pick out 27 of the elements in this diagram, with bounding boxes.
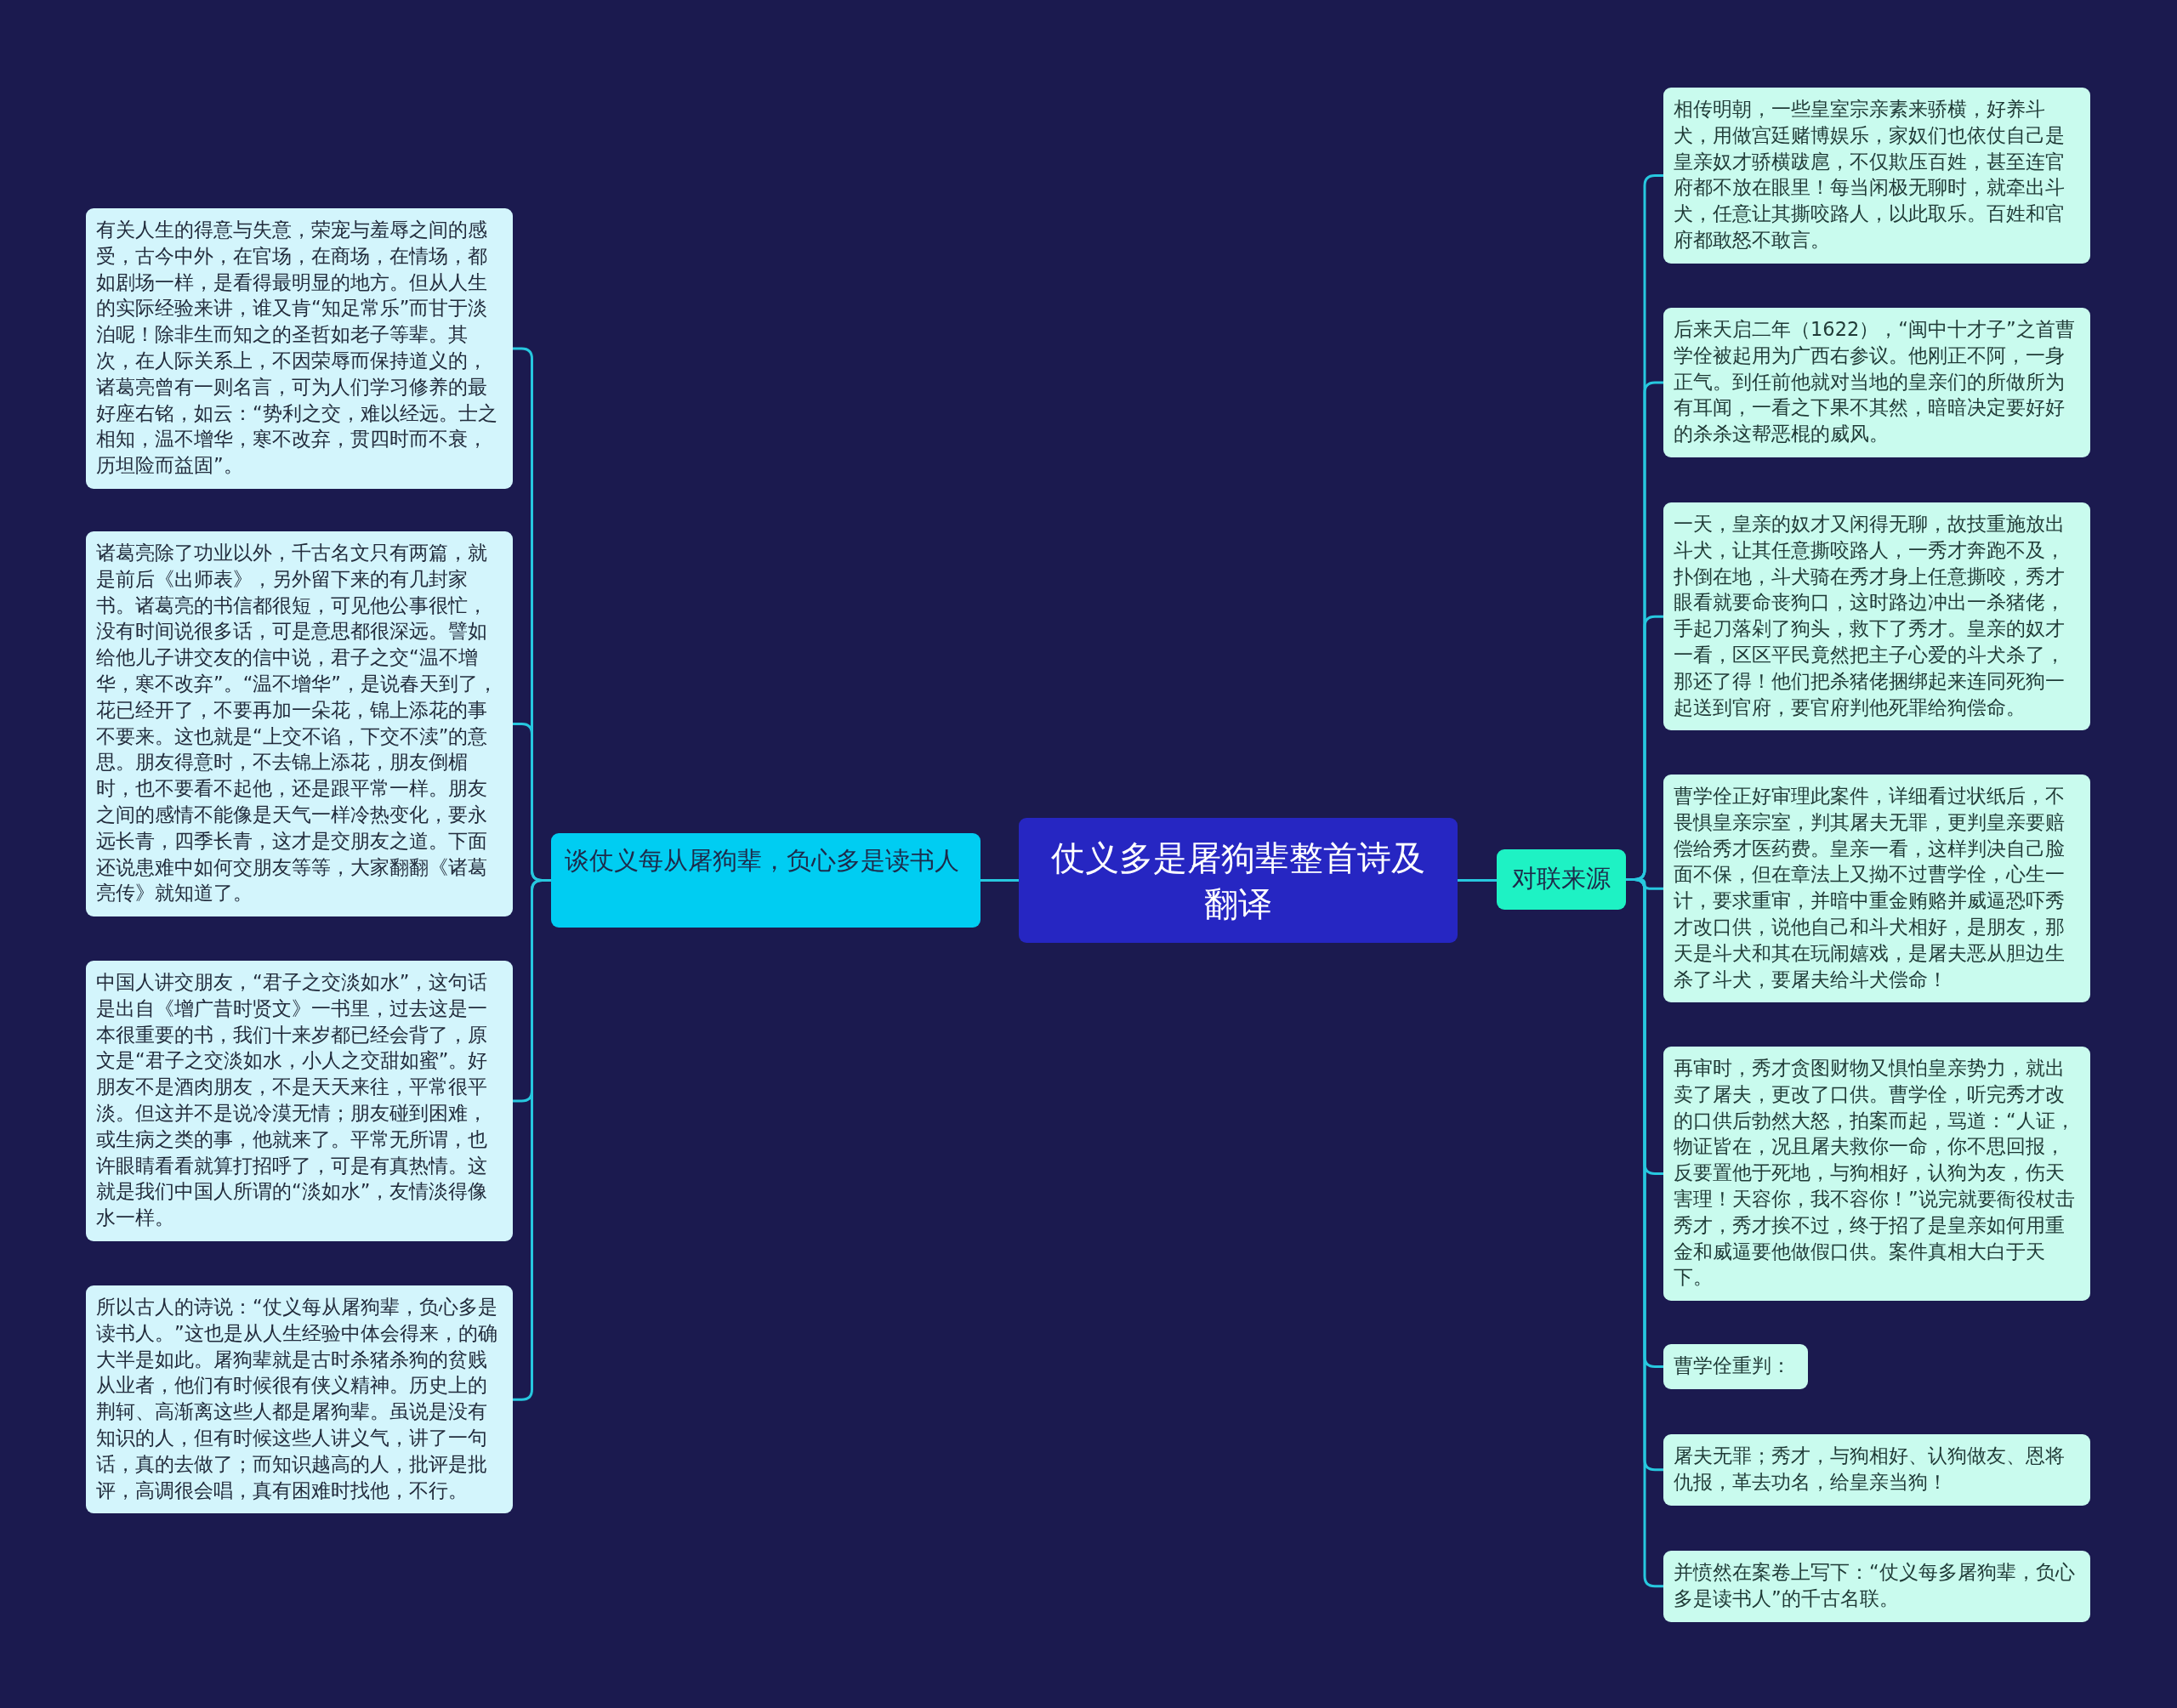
node-text: 一天，皇亲的奴才又闲得无聊，故技重施放出斗犬，让其任意撕咬路人，一秀才奔跑不及，扑倒在地，斗犬骑在秀才身上任意撕咬，秀才眼看就要命丧狗口，这时路边冲出一杀猪佬，手起刀落剁了狗头，救下了秀才。皇亲的奴才一看，区区平民竟然把主子心爱的斗犬杀了，那还了得！他们把杀猪佬捆绑起来连同死狗一起送到官府，要官府判他死罪给狗偿命。 [1674,512,2066,720]
node-text: 再审时，秀才贪图财物又惧怕皇亲势力，就出卖了屠夫，更改了口供。曹学佺，听完秀才改的口供后勃然大怒，拍案而起，骂道：“人证，物证皆在，况且屠夫救你一命，你不思回报，反要置他于死地，与狗相好，认狗为友，伤天害理！天容你，我不容你！”说完就要衙役杖击秀才，秀才挨不过，终于招了是皇亲如何用重金和威逼要他做假口供。案件真相大白于天下。 [1674,1056,2076,1291]
connector-line [1458,879,1497,882]
text-card-box [1663,1551,2090,1622]
branch-topic-box [551,833,981,928]
text-card-box [1663,775,2090,1003]
branch-topic-box [1497,849,1626,910]
node-text: 并愤然在案卷上写下：“仗义每多屠狗辈，负心多是读书人”的千古名联。 [1674,1560,2076,1611]
node-text: 后来天启二年（1622），“闽中十才子”之首曹学佺被起用为广西右参议。他刚正不阿，一身正气。到任前他就对当地的皇亲们的所做所为有耳闻，一看之下果不其然，暗暗决定要好好的杀杀这帮恶棍的威风。 [1674,317,2076,447]
node-text: 中国人讲交朋友，“君子之交淡如水”，这句话是出自《增广昔时贤文》一书里，过去这是一本很重要的书，我们十来岁都已经会背了，原文是“君子之交淡如水，小人之交甜如蜜”。好朋友不是酒肉朋友，不是天天来往，平常很平淡。但这并不是说冷漠无情；朋友碰到困难，或生病之类的事，他就来了。平常无所谓，也许眼睛看看就算打招呼了，可是有真热情。这就是我们中国人所谓的“淡如水”，友情淡得像水一样。 [96,970,489,1231]
node-text: 曹学佺正好审理此案件，详细看过状纸后，不畏惧皇亲宗室，判其屠夫无罪，更判皇亲要赔偿给秀才医药费。皇亲一看，这样判决自己脸面不保，但在章法上又拗不过曹学佺，心生一计，要求重审，并暗中重金贿赂并威逼恐吓秀才改口供，说他自己和斗犬相好，是朋友，那天是斗犬和其在玩闹嬉戏，是屠夫恶从胆边生杀了斗犬，要屠夫给斗犬偿命！ [1674,784,2066,992]
node-text: 对联来源 [1511,863,1611,894]
node-text: 诸葛亮除了功业以外，千古名文只有两篇，就是前后《出师表》，另外留下来的有几封家书。诸葛亮的书信都很短，可见他公事很忙，没有时间说很多话，可是意思都很深远。譬如给他儿子讲交友的信中说，君子之交“温不增华，寒不改弃”。“温不增华”，是说春天到了，花已经开了，不要再加一朵花，锦上添花的事不要来。这也就是“上交不谄，下交不渎”的意思。朋友得意时，不去锦上添花，朋友倒楣时，也不要看不起他，还是跟平常一样。朋友之间的感情不能像是天气一样冷热变化，要永远长青，四季长青，这才是交朋友之道。下面还说患难中如何交朋友等等，大家翻翻《诸葛亮传》就知道了。 [96,541,498,906]
node-text: 所以古人的诗说：“仗义每从屠狗辈，负心多是读书人。”这也是从人生经验中体会得来，的确大半是如此。屠狗辈就是古时杀猪杀狗的贫贱从业者，他们有时候很有侠义精神。历史上的荆轲、高渐离这些人都是屠狗辈。虽说是没有知识的人，但有时候这些人讲义气，讲了一句话，真的去做了；而知识越高的人，批评是批评，高调很会唱，真有困难时找他，不行。 [96,1295,498,1503]
text-card-box [1663,1344,1808,1389]
node-text: 有关人生的得意与失意，荣宠与羞辱之间的感受，古今中外，在官场，在商场，在情场，都如剧场一样，是看得最明显的地方。但从人生的实际经验来讲，谁又肯“知足常乐”而甘于淡泊呢！除非生而知之的圣哲如老子等辈。其次，在人际关系上，不因荣辱而保持道义的，诸葛亮曾有一则名言，可为人们学习修养的最好座右铭，如云：“势利之交，难以经远。士之相知，温不增华，寒不改弃，贯四时而不衰，历坦险而益固”。 [96,218,498,479]
central-topic-box [1019,818,1458,943]
text-card-box [1663,1434,2090,1506]
node-text: 相传明朝，一些皇室宗亲素来骄横，好养斗犬，用做宫廷赌博娱乐，家奴们也依仗自己是皇亲奴才骄横跋扈，不仅欺压百姓，甚至连官府都不放在眼里！每当闲极无聊时，就牵出斗犬，任意让其撕咬路人，以此取乐。百姓和官府都敢怒不敢言。 [1674,97,2066,253]
text-card-box [1663,88,2090,264]
node-text: 谈仗义每从屠狗辈，负心多是读书人 [565,845,960,877]
node-text: 仗义多是屠狗辈整首诗及翻译 [1050,837,1426,925]
text-card-box [1663,502,2090,731]
text-card-box [1663,308,2090,457]
node-text: 屠夫无罪；秀才，与狗相好、认狗做友、恩将仇报，革去功名，给皇亲当狗！ [1674,1444,2066,1495]
connector-line [981,879,1019,882]
node-text: 曹学佺重判： [1674,1353,1792,1378]
